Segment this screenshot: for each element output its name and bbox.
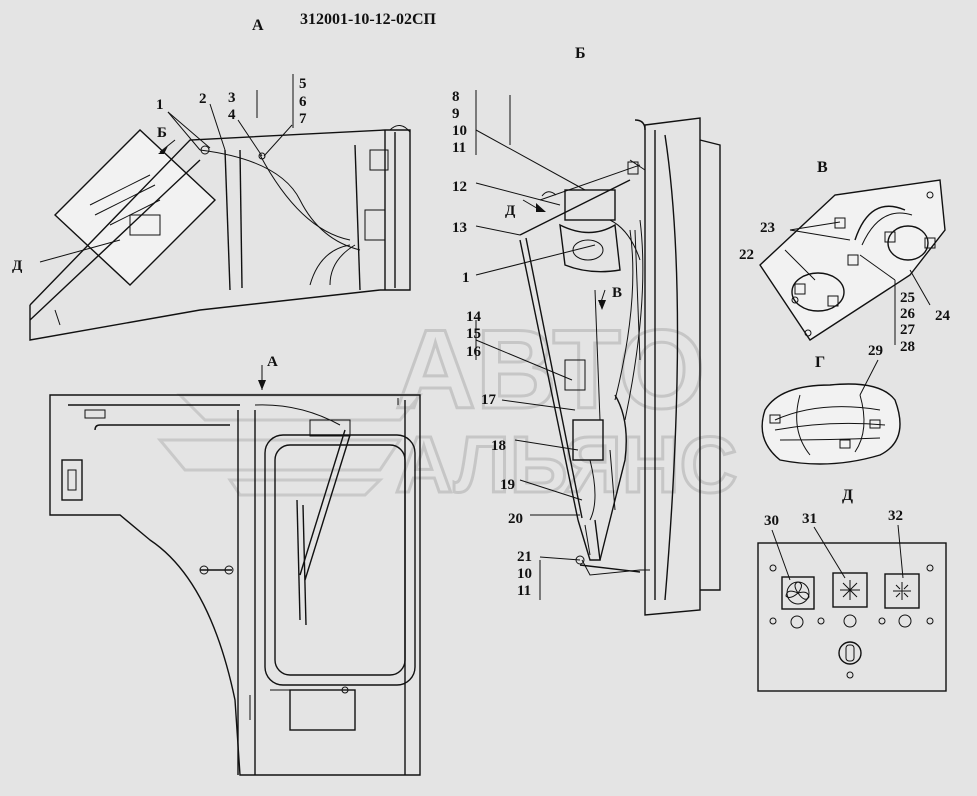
callout-11-top: 11 <box>452 140 466 156</box>
view-b-arrow-label: Б <box>157 125 167 141</box>
defrost-icon-left <box>840 580 860 600</box>
callout-7: 7 <box>299 111 307 127</box>
callout-14: 14 <box>466 309 482 325</box>
callout-1-top: 1 <box>156 97 164 113</box>
callout-6: 6 <box>299 94 307 110</box>
callout-20: 20 <box>508 511 523 527</box>
callout-4: 4 <box>228 107 236 123</box>
callout-3: 3 <box>228 90 236 106</box>
bracket-view-v <box>759 179 946 341</box>
watermark-line1: АВТО <box>395 307 705 432</box>
watermark: АВТО АЛЬЯНС <box>156 306 739 511</box>
callout-24: 24 <box>935 308 951 324</box>
cable-view-g <box>761 383 901 465</box>
view-v-title: В <box>817 159 828 176</box>
callout-31: 31 <box>802 511 817 527</box>
view-b-title: Б <box>575 45 586 62</box>
callout-10-top: 10 <box>452 123 467 139</box>
callout-1-center: 1 <box>462 270 470 286</box>
callout-17: 17 <box>481 392 497 408</box>
callout-5: 5 <box>299 76 307 92</box>
cab-top-view <box>29 125 411 341</box>
leaders-top-left <box>39 74 294 263</box>
callout-21: 21 <box>517 549 532 565</box>
cab-side-view <box>49 365 421 776</box>
callout-16: 16 <box>466 344 482 360</box>
callout-2: 2 <box>199 91 207 107</box>
callout-32: 32 <box>888 508 903 524</box>
callout-13: 13 <box>452 220 467 236</box>
pillar-view-b <box>519 117 721 616</box>
toggle-switch <box>838 641 862 665</box>
defrost-icon-right <box>893 582 911 600</box>
view-d-arrow-left: Д <box>12 258 23 274</box>
callout-11-bottom: 11 <box>517 583 531 599</box>
view-v-arrow-label: В <box>612 285 622 301</box>
view-d-arrow-center: Д <box>505 203 516 219</box>
callout-15: 15 <box>466 326 481 342</box>
callout-18: 18 <box>491 438 506 454</box>
callout-9: 9 <box>452 106 460 122</box>
view-d-title: Д <box>842 487 853 504</box>
callout-12: 12 <box>452 179 467 195</box>
callout-8: 8 <box>452 89 460 105</box>
callout-23: 23 <box>760 220 775 236</box>
leaders-view-v <box>784 221 931 345</box>
leaders-view-d <box>771 524 904 581</box>
drawing-number: 312001-10-12-02СП <box>300 11 437 28</box>
callout-22: 22 <box>739 247 754 263</box>
leaders-center <box>475 90 606 600</box>
view-a-arrow-label: А <box>267 354 278 370</box>
callout-30: 30 <box>764 513 779 529</box>
callout-27: 27 <box>900 322 916 338</box>
callout-28: 28 <box>900 339 915 355</box>
callout-26: 26 <box>900 306 916 322</box>
control-panel-view-d <box>757 542 947 692</box>
leader-29 <box>859 359 879 396</box>
callout-25: 25 <box>900 290 915 306</box>
callout-29: 29 <box>868 343 883 359</box>
view-g-title: Г <box>815 354 825 371</box>
callout-19: 19 <box>500 477 515 493</box>
fan-icon <box>785 581 810 605</box>
view-a-title: А <box>252 17 264 34</box>
callout-10-bottom: 10 <box>517 566 532 582</box>
